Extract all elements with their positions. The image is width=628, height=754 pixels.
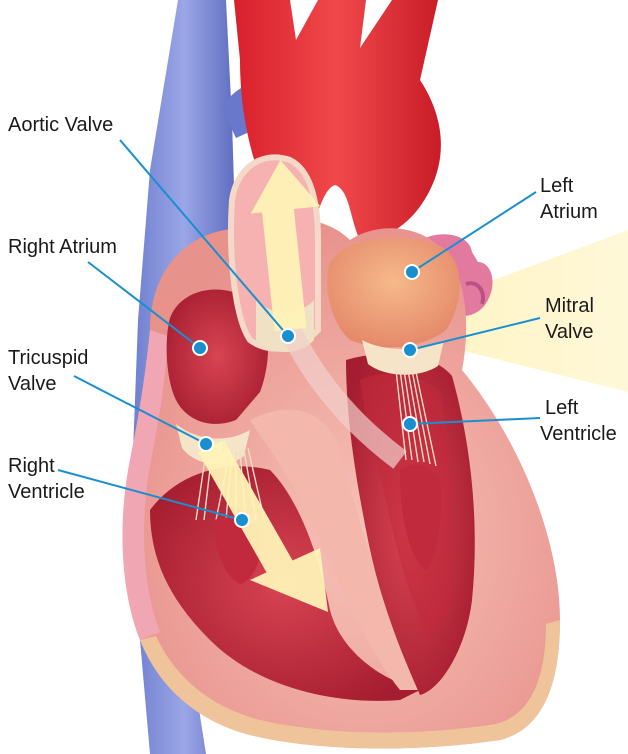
- leader-right-atrium: [88, 262, 200, 348]
- label-left-atrium-line2: Atrium: [540, 200, 598, 224]
- label-mitral-line2: Valve: [545, 320, 594, 344]
- marker-right-ventricle: [235, 513, 249, 527]
- label-left-ventricle-line1: Left: [545, 396, 578, 420]
- label-left-atrium-line1: Left: [540, 174, 573, 198]
- marker-left-ventricle: [403, 417, 417, 431]
- label-tricuspid-line2: Valve: [8, 372, 57, 396]
- marker-right-atrium: [193, 341, 207, 355]
- marker-mitral-valve: [403, 343, 417, 357]
- label-right-ventricle-line2: Ventricle: [8, 480, 85, 504]
- marker-aortic-valve: [281, 329, 295, 343]
- marker-tricuspid-valve: [199, 437, 213, 451]
- leader-left-ventricle: [410, 418, 540, 424]
- leader-tricuspid-valve: [74, 376, 206, 444]
- label-right-ventricle-line1: Right: [8, 454, 55, 478]
- label-mitral-line1: Mitral: [545, 294, 594, 318]
- label-right-atrium: Right Atrium: [8, 235, 117, 259]
- leader-left-atrium: [412, 192, 536, 272]
- label-aortic-valve: Aortic Valve: [8, 113, 113, 137]
- label-left-ventricle-line2: Ventricle: [540, 422, 617, 446]
- leader-mitral-valve: [410, 318, 540, 350]
- label-tricuspid-line1: Tricuspid: [8, 346, 88, 370]
- marker-left-atrium: [405, 265, 419, 279]
- leader-right-ventricle: [58, 470, 242, 520]
